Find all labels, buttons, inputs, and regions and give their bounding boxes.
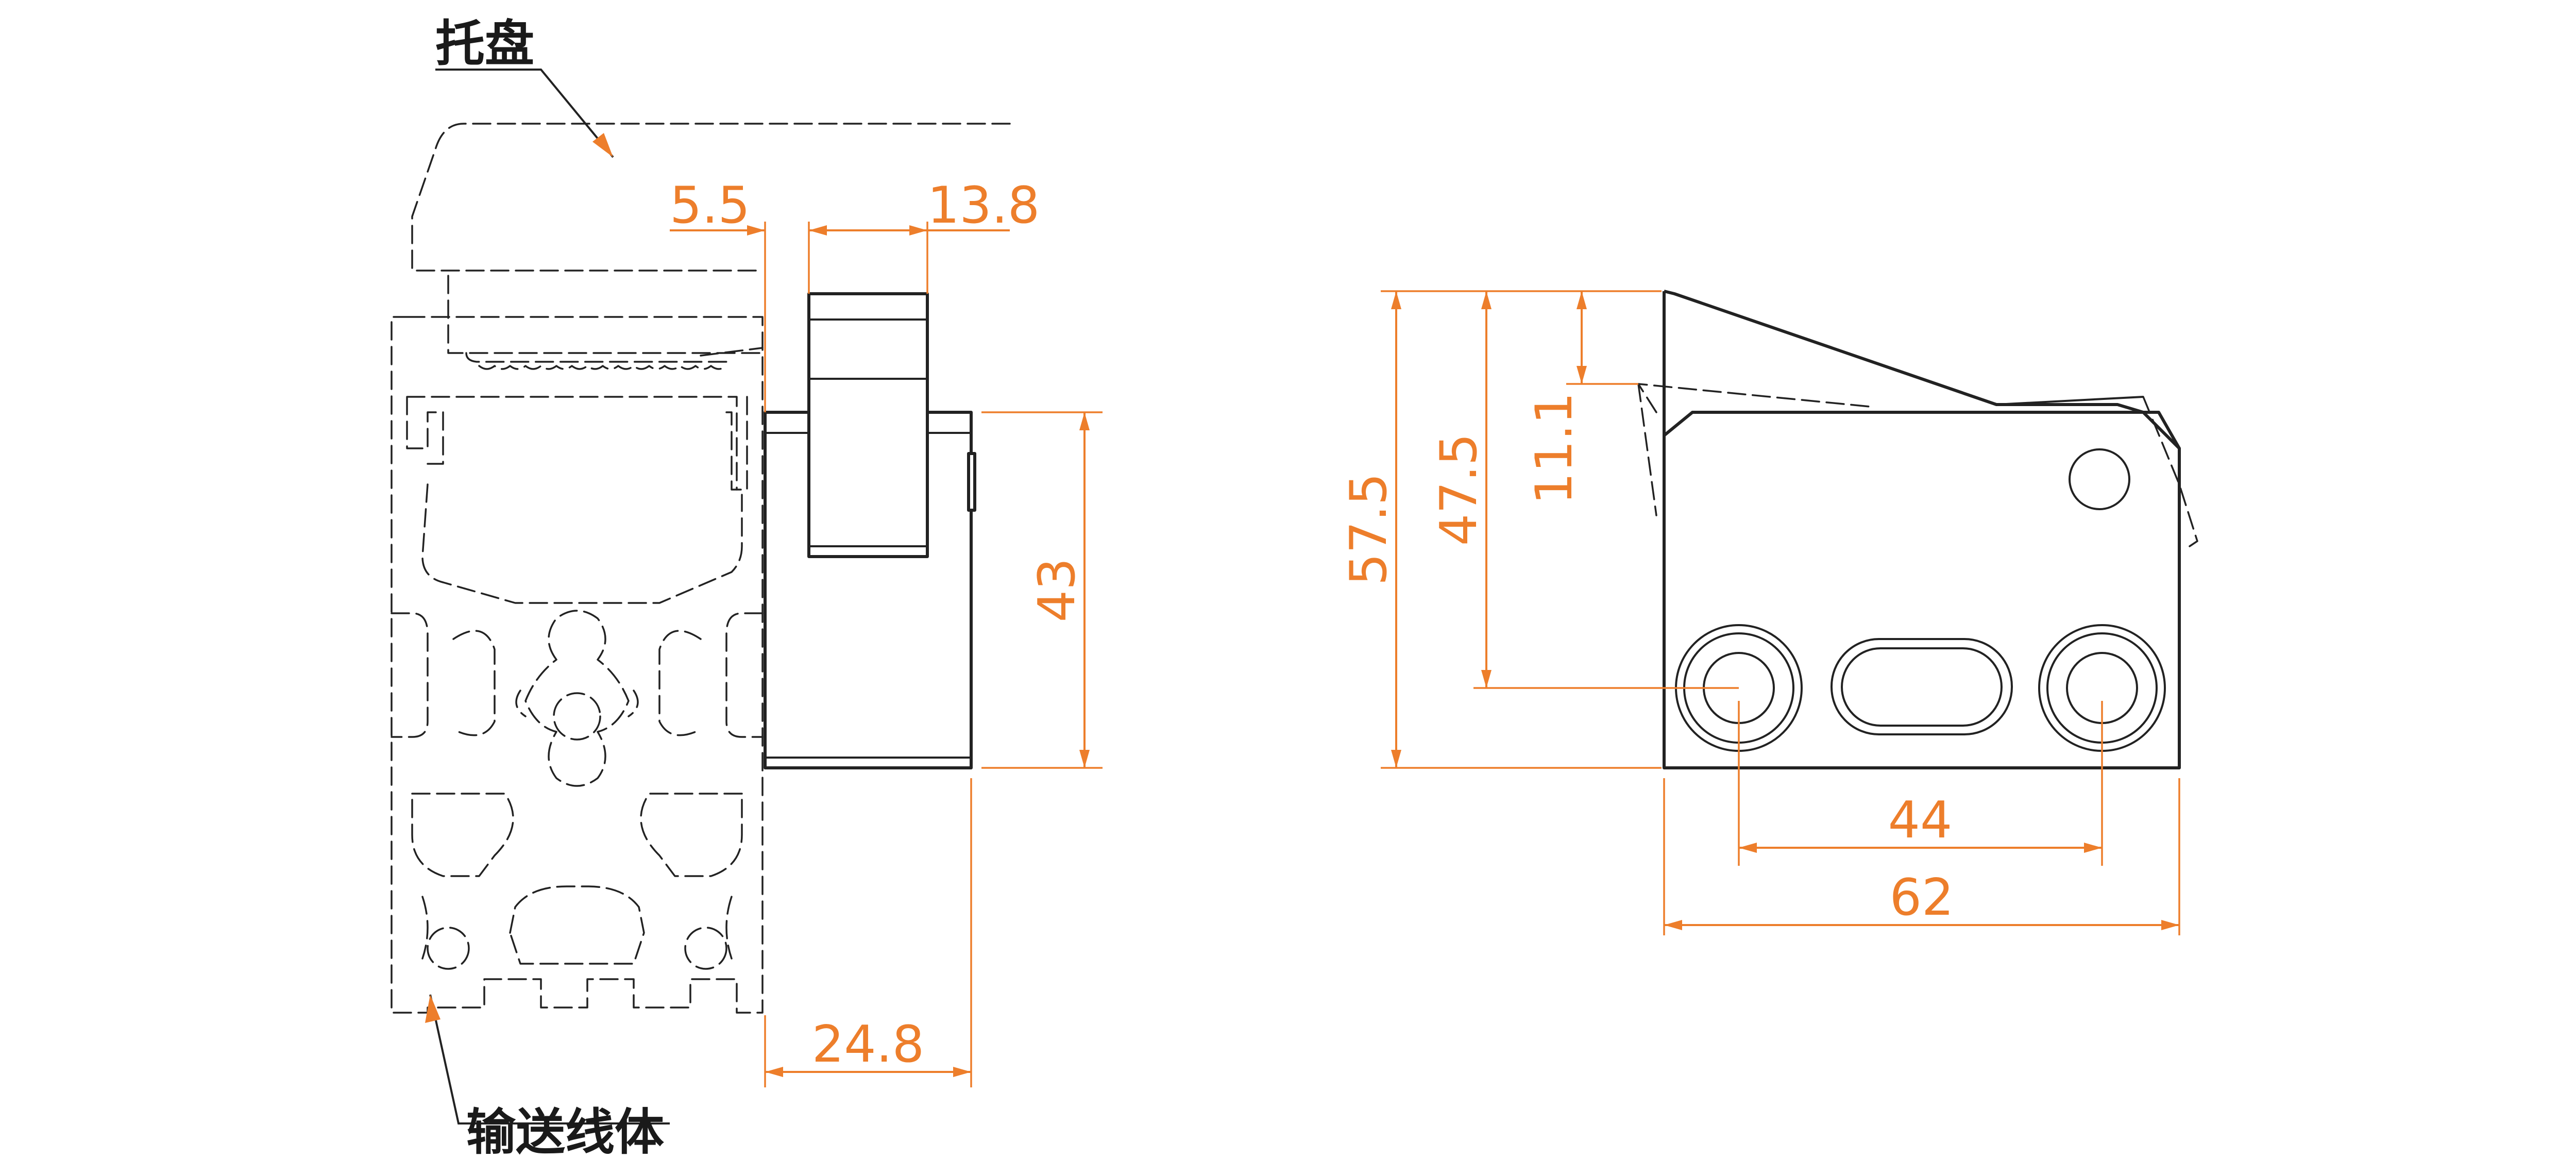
dim-5-5-label: 5.5 <box>670 176 750 235</box>
dim-top-group <box>670 222 1010 412</box>
conveyor-profile <box>391 316 764 1014</box>
dim-62-label: 62 <box>1890 868 1954 927</box>
dim-43-group <box>981 411 1103 769</box>
tray-outline <box>411 123 1011 370</box>
flipper-alt-position <box>1637 383 2198 547</box>
side-view <box>391 69 1103 1124</box>
dim-13-8-label: 13.8 <box>927 176 1040 235</box>
dim-47-5-group <box>1473 291 1739 689</box>
tray-label: 托盘 <box>435 15 534 73</box>
dim-43-label: 43 <box>1028 558 1087 623</box>
dim-24-8-group <box>764 778 972 1087</box>
conveyor-body-label: 输送线体 <box>466 1103 664 1161</box>
dim-11-1-label: 11.1 <box>1525 392 1584 505</box>
dim-44-group <box>1738 701 2103 866</box>
stopper-housing <box>1663 291 2181 769</box>
dim-57-5-label: 57.5 <box>1340 473 1398 585</box>
front-view <box>1381 290 2198 935</box>
dim-24-8-label: 24.8 <box>812 1015 924 1074</box>
dim-47-5-label: 47.5 <box>1430 433 1488 546</box>
label-leaders <box>425 69 670 1124</box>
flipper-lever <box>1664 290 2181 546</box>
slot-hole <box>1831 638 2013 735</box>
dim-11-1-group <box>1566 291 1638 385</box>
dim-44-label: 44 <box>1888 791 1953 850</box>
pin-hole <box>2069 448 2130 510</box>
dim-62-group <box>1663 778 2180 935</box>
dim-57-5-group <box>1381 290 1662 769</box>
stopper-body <box>764 292 976 769</box>
